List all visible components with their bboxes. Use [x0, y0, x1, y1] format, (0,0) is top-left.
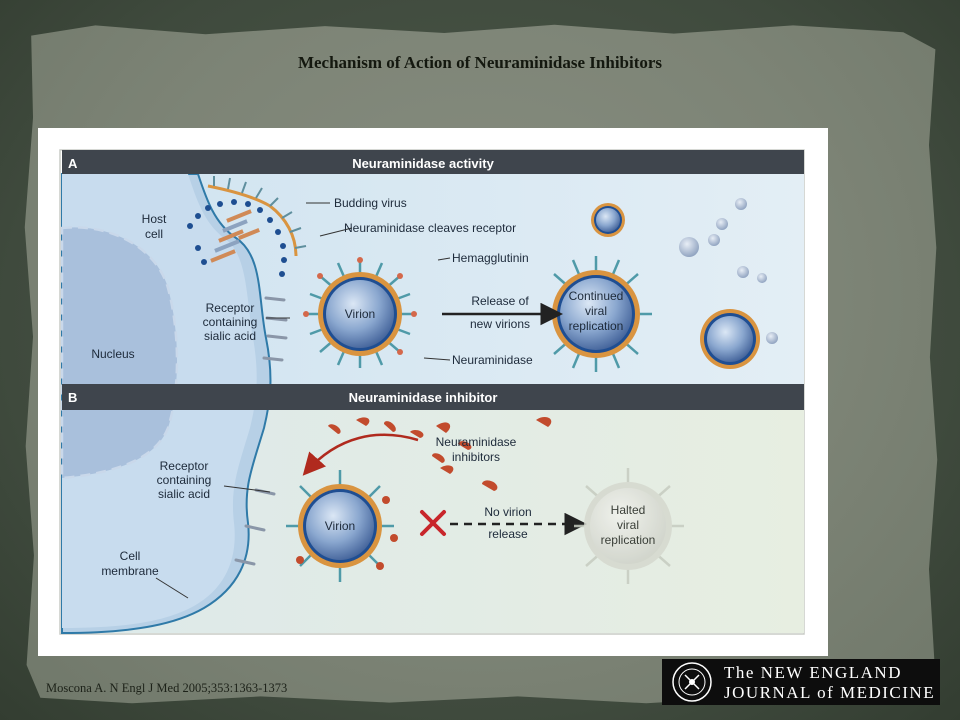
panel-a-header-bar	[62, 150, 804, 174]
inhibitors-label-line1: Neuraminidase	[436, 435, 517, 449]
panel-b-header: Neuraminidase inhibitor	[349, 390, 498, 405]
continued-label-line1: Continued	[569, 289, 624, 303]
journal-seal	[672, 662, 712, 702]
host-cell-label-line1: Host	[142, 212, 167, 226]
receptor-a-label-line3: sialic acid	[204, 329, 256, 343]
sialic-dots	[187, 199, 287, 277]
receptor-a-label-line1: Receptor	[206, 301, 255, 315]
blocked-x-mark	[420, 510, 446, 536]
journal-name-line2: JOURNAL of MEDICINE	[724, 683, 936, 702]
citation-text: Moscona A. N Engl J Med 2005;353:1363-13…	[46, 681, 288, 695]
virion-panel-b	[286, 470, 398, 582]
halted-label-line2: viral	[617, 518, 639, 532]
panel-b-leader-lines	[155, 485, 271, 599]
cleaves-receptor-label: Neuraminidase cleaves receptor	[344, 221, 516, 235]
journal-name-line1: The NEW ENGLAND	[724, 663, 902, 682]
budding-virus-spikes	[213, 176, 307, 249]
released-virions	[591, 198, 778, 369]
inhibitor-molecules	[328, 416, 552, 491]
budding-virus-label: Budding virus	[334, 196, 407, 210]
receptor-b-label-line1: Receptor	[160, 459, 209, 473]
panel-b-letter: B	[68, 390, 77, 405]
halted-label-line1: Halted	[611, 503, 646, 517]
panel-b-header-bar	[62, 384, 804, 410]
nucleus	[60, 226, 179, 480]
virion-panel-a	[303, 257, 417, 368]
hemagglutinin-label: Hemagglutinin	[452, 251, 529, 265]
slide-title: Mechanism of Action of Neuraminidase Inh…	[297, 53, 663, 72]
membrane-label-line2: membrane	[101, 564, 159, 578]
viral-rna-segments	[210, 209, 260, 263]
nucleus-label: Nucleus	[91, 347, 134, 361]
virion-a-label: Virion	[345, 307, 375, 321]
neuraminidase-label: Neuraminidase	[452, 353, 533, 367]
receptor-b-label-line2: containing	[157, 473, 212, 487]
continued-label-line2: viral	[585, 304, 607, 318]
budding-virus-envelope	[207, 184, 298, 257]
release-label-line1: Release of	[471, 294, 529, 308]
diagram-svg: A Neuraminidase activity Host cell Nucle…	[59, 149, 805, 635]
virion-continued-replication	[540, 256, 652, 372]
release-label-line2: new virions	[470, 317, 530, 331]
continued-label-line3: replication	[569, 319, 624, 333]
halted-label-line3: replication	[601, 533, 656, 547]
receptor-a-label-line2: containing	[203, 315, 258, 329]
diagram-figure: A Neuraminidase activity Host cell Nucle…	[38, 128, 828, 656]
no-release-label-line1: No virion	[484, 505, 531, 519]
panel-a-leader-lines	[266, 202, 451, 361]
virion-halted-replication	[574, 468, 684, 584]
inhibitors-label-line2: inhibitors	[452, 450, 500, 464]
panel-a-letter: A	[68, 156, 78, 171]
inhibitor-arrow	[302, 433, 419, 476]
receptor-b-label-line3: sialic acid	[158, 487, 210, 501]
panel-a-header: Neuraminidase activity	[352, 156, 494, 171]
virion-b-label: Virion	[325, 519, 355, 533]
host-cell-label-line2: cell	[145, 227, 163, 241]
no-release-label-line2: release	[488, 527, 528, 541]
journal-logo: The NEW ENGLAND JOURNAL of MEDICINE	[662, 659, 940, 705]
membrane-label-line1: Cell	[120, 549, 141, 563]
